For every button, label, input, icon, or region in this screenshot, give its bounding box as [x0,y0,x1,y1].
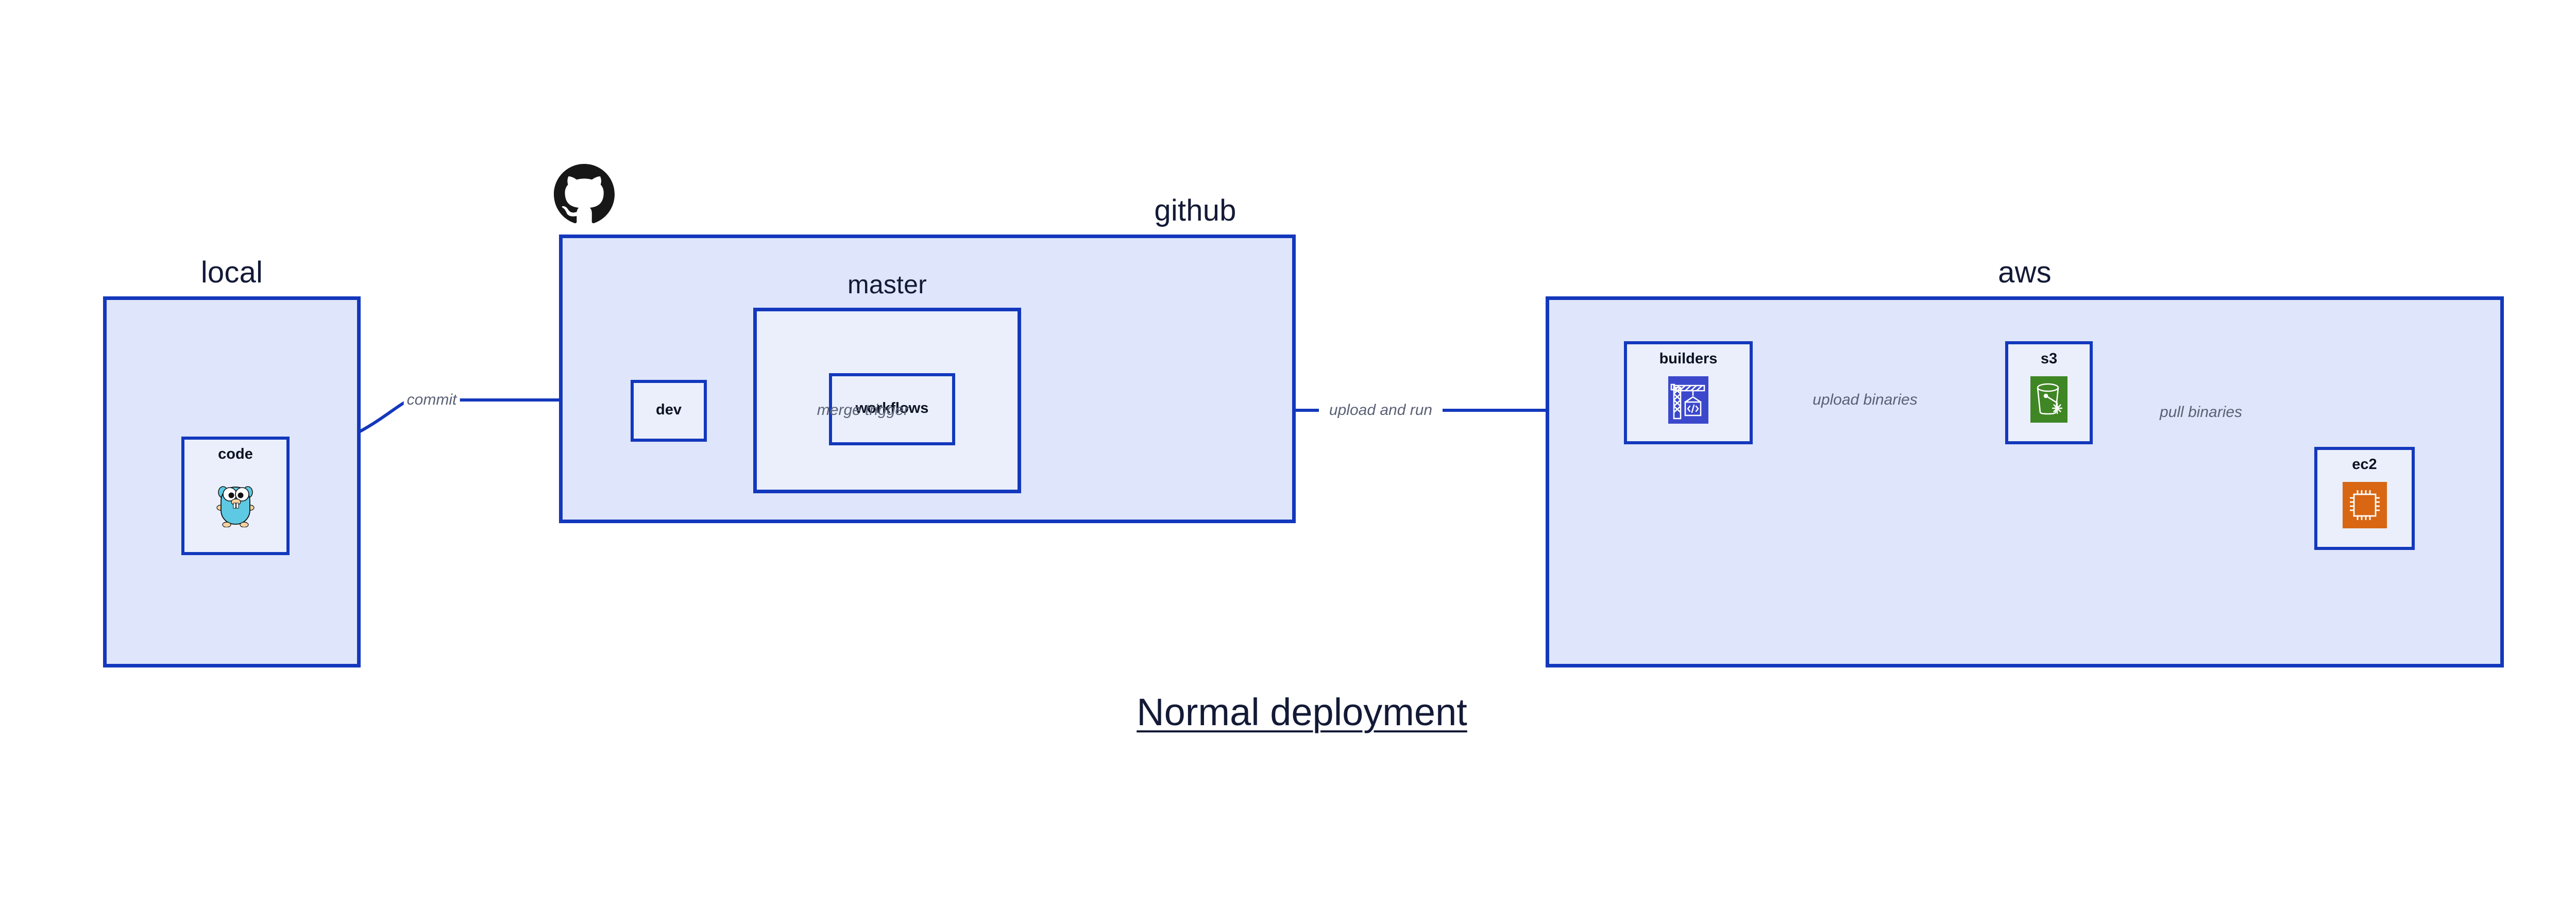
aws-builders-crane-icon [1668,376,1708,426]
node-label-code: code [218,446,253,462]
group-title-aws: aws [1998,256,2052,289]
edge-label-commit: commit [403,392,460,408]
aws-s3-bucket-icon [2030,376,2067,425]
node-builders[interactable]: builders [1624,341,1753,444]
node-ec2[interactable]: ec2 [2314,447,2415,550]
group-title-local: local [200,256,263,289]
github-octocat-icon [554,164,615,227]
edge-label-upload-binaries: upload binaries [1812,391,1918,408]
node-s3[interactable]: s3 [2005,341,2093,444]
node-dev[interactable]: dev [631,380,707,442]
go-gopher-icon [215,476,256,530]
node-code[interactable]: code [181,437,290,555]
edge-label-merge-trigger: merge trigger [817,402,909,419]
group-title-github: github [1154,194,1236,227]
edge-label-pull-binaries: pull binaries [2159,404,2243,421]
node-label-workflows: workflows [855,400,929,416]
edge-label-upload-and-run: upload and run [1326,403,1436,418]
node-label-builders: builders [1659,350,1718,367]
subgroup-title-master: master [847,270,927,299]
node-workflows[interactable]: workflows [829,373,955,445]
aws-ec2-chip-icon [2342,482,2387,531]
page-title: Normal deployment [1137,691,1467,733]
node-label-ec2: ec2 [2352,456,2377,473]
subgroup-master: workflows [753,308,1021,493]
node-label-s3: s3 [2040,350,2058,367]
node-label-dev: dev [656,402,682,418]
group-github: dev master workflows [559,235,1296,523]
group-aws: builders [1546,296,2504,667]
group-local: code [103,296,361,667]
